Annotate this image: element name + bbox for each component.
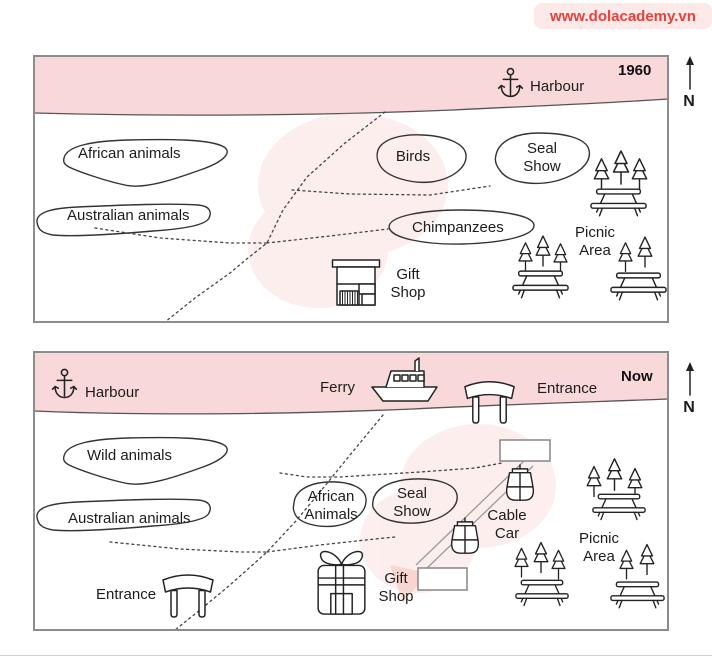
ferry-label: Ferry (320, 379, 355, 396)
wild-animals-label: Wild animals (87, 447, 173, 464)
present-icon (311, 545, 372, 617)
pine-tree-icon (635, 235, 655, 270)
entrance-harbour-label: Entrance (537, 380, 598, 397)
birds-label: Birds (395, 148, 431, 165)
compass-north-label-1960: N (683, 93, 695, 110)
compass-north-label-now: N (683, 399, 695, 416)
map-now-title: Now (621, 368, 653, 385)
map-1960-title: 1960 (618, 62, 652, 79)
picnic-table-icon (610, 578, 665, 610)
harbour-label-now: Harbour (85, 384, 140, 401)
pine-tree-icon (531, 541, 551, 575)
gondola-icon (502, 463, 538, 507)
australian-animals-label-now: Australian animals (68, 510, 191, 527)
gift-shop-label-now: Gift Shop (378, 570, 414, 606)
map-now-drawing (33, 351, 669, 631)
african-animals-label-1960: African animals (78, 145, 181, 162)
pine-tree-icon (533, 234, 553, 269)
pine-tree-icon (637, 543, 657, 577)
gondola-icon (447, 516, 483, 560)
entrance-west-label: Entrance (96, 586, 157, 603)
anchor-icon (51, 366, 78, 403)
picnic-table-icon (590, 185, 647, 218)
picnic-area-label-now: Picnic Area (578, 530, 619, 566)
storefront-icon (331, 257, 381, 307)
up-arrow-icon (683, 55, 697, 91)
up-arrow-icon (683, 361, 697, 397)
arch-gate-icon (458, 370, 521, 425)
cable-car-label: Cable Car (487, 507, 527, 543)
australian-animals-label-1960: Australian animals (67, 207, 190, 224)
pine-tree-icon (617, 549, 636, 581)
chimpanzees-label: Chimpanzees (412, 219, 504, 236)
arch-gate-icon (155, 563, 221, 619)
gift-shop-label-1960: Gift Shop (390, 266, 426, 302)
site-watermark-text: www.dolacademy.vn (550, 7, 696, 25)
seal-show-label-now: Seal Show (393, 485, 431, 521)
picnic-table-icon (610, 269, 667, 302)
picnic-table-icon (592, 490, 646, 522)
anchor-icon (497, 67, 524, 100)
ship-icon (371, 357, 439, 403)
bottom-divider (0, 655, 712, 656)
harbour-label-1960: Harbour (530, 78, 585, 95)
map-1960-drawing (33, 55, 669, 323)
picnic-area-label-1960: Picnic Area (574, 224, 615, 260)
pine-tree-icon (604, 457, 625, 493)
african-animals-label-now: African Animals (304, 488, 358, 524)
picnic-table-icon (515, 576, 569, 608)
site-watermark: www.dolacademy.vn (534, 3, 712, 29)
picnic-table-icon (512, 267, 569, 300)
seal-show-label-1960: Seal Show (523, 140, 561, 176)
pine-tree-icon (512, 547, 531, 579)
